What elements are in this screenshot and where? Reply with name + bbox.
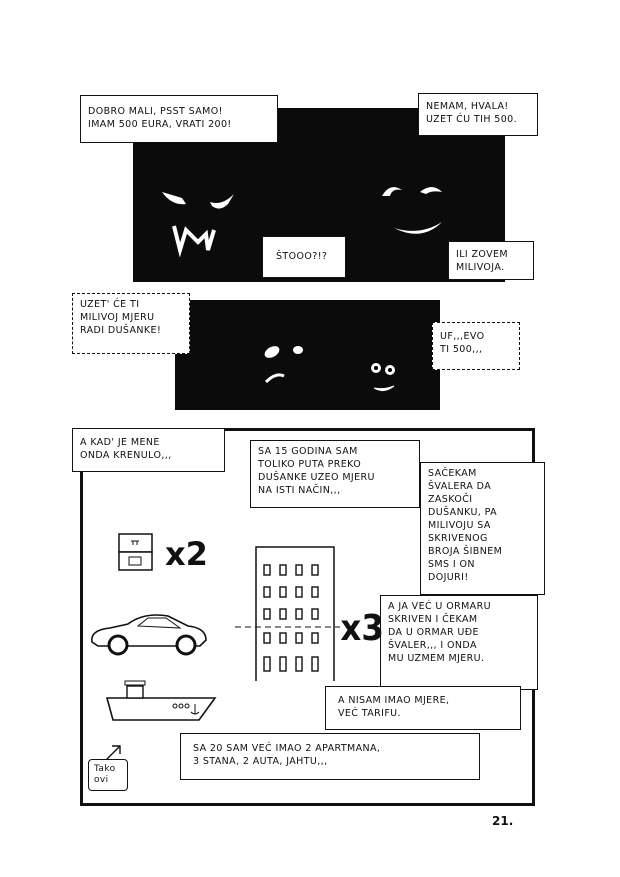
multiplier-flats: x3	[340, 608, 384, 649]
caption-plan: Sačekam švalera da zaskoči Dušanku, pa M…	[420, 462, 545, 595]
scared-face-icon	[371, 363, 395, 392]
panel-2-art	[175, 300, 440, 410]
caption-refusal: Nemam, hvala! Uzet ću tih 500.	[418, 93, 538, 136]
caption-age-20: Sa 20 sam već imao 2 apartmana, 3 stana,…	[180, 733, 480, 780]
caption-closet: A ja već u ormaru skriven i čekam da u o…	[380, 595, 538, 690]
note-label: Tako ovi	[88, 759, 128, 791]
caption-warning: Uzet' će ti Milivoj mjeru radi Dušanke!	[72, 293, 190, 354]
speech-bubble-threat: Ili zovem Milivoja.	[448, 241, 534, 280]
apartment-icon	[118, 533, 153, 571]
worried-face-icon	[264, 346, 303, 384]
caption-age-15: Sa 15 godina sam toliko puta preko Dušan…	[250, 440, 420, 508]
multiplier-apartments: x2	[165, 535, 208, 573]
building-icon	[235, 546, 340, 681]
page-number: 21.	[492, 814, 514, 828]
yacht-icon	[105, 680, 217, 721]
caption-offer: Dobro mali, psst samo! Imam 500 eura, vr…	[80, 95, 278, 143]
grinning-face-icon	[382, 187, 442, 234]
angry-face-icon	[162, 192, 234, 258]
speech-bubble-shock: Štooo?!?	[262, 236, 346, 278]
arrow-icon	[105, 745, 121, 761]
car-icon	[91, 614, 207, 656]
caption-giving-in: Uf,,,Evo ti 500,,,	[432, 322, 520, 370]
caption-intro: A kad' je mene onda krenulo,,,	[72, 428, 225, 472]
caption-tariff: A nisam imao mjere, već tarifu.	[325, 686, 521, 730]
